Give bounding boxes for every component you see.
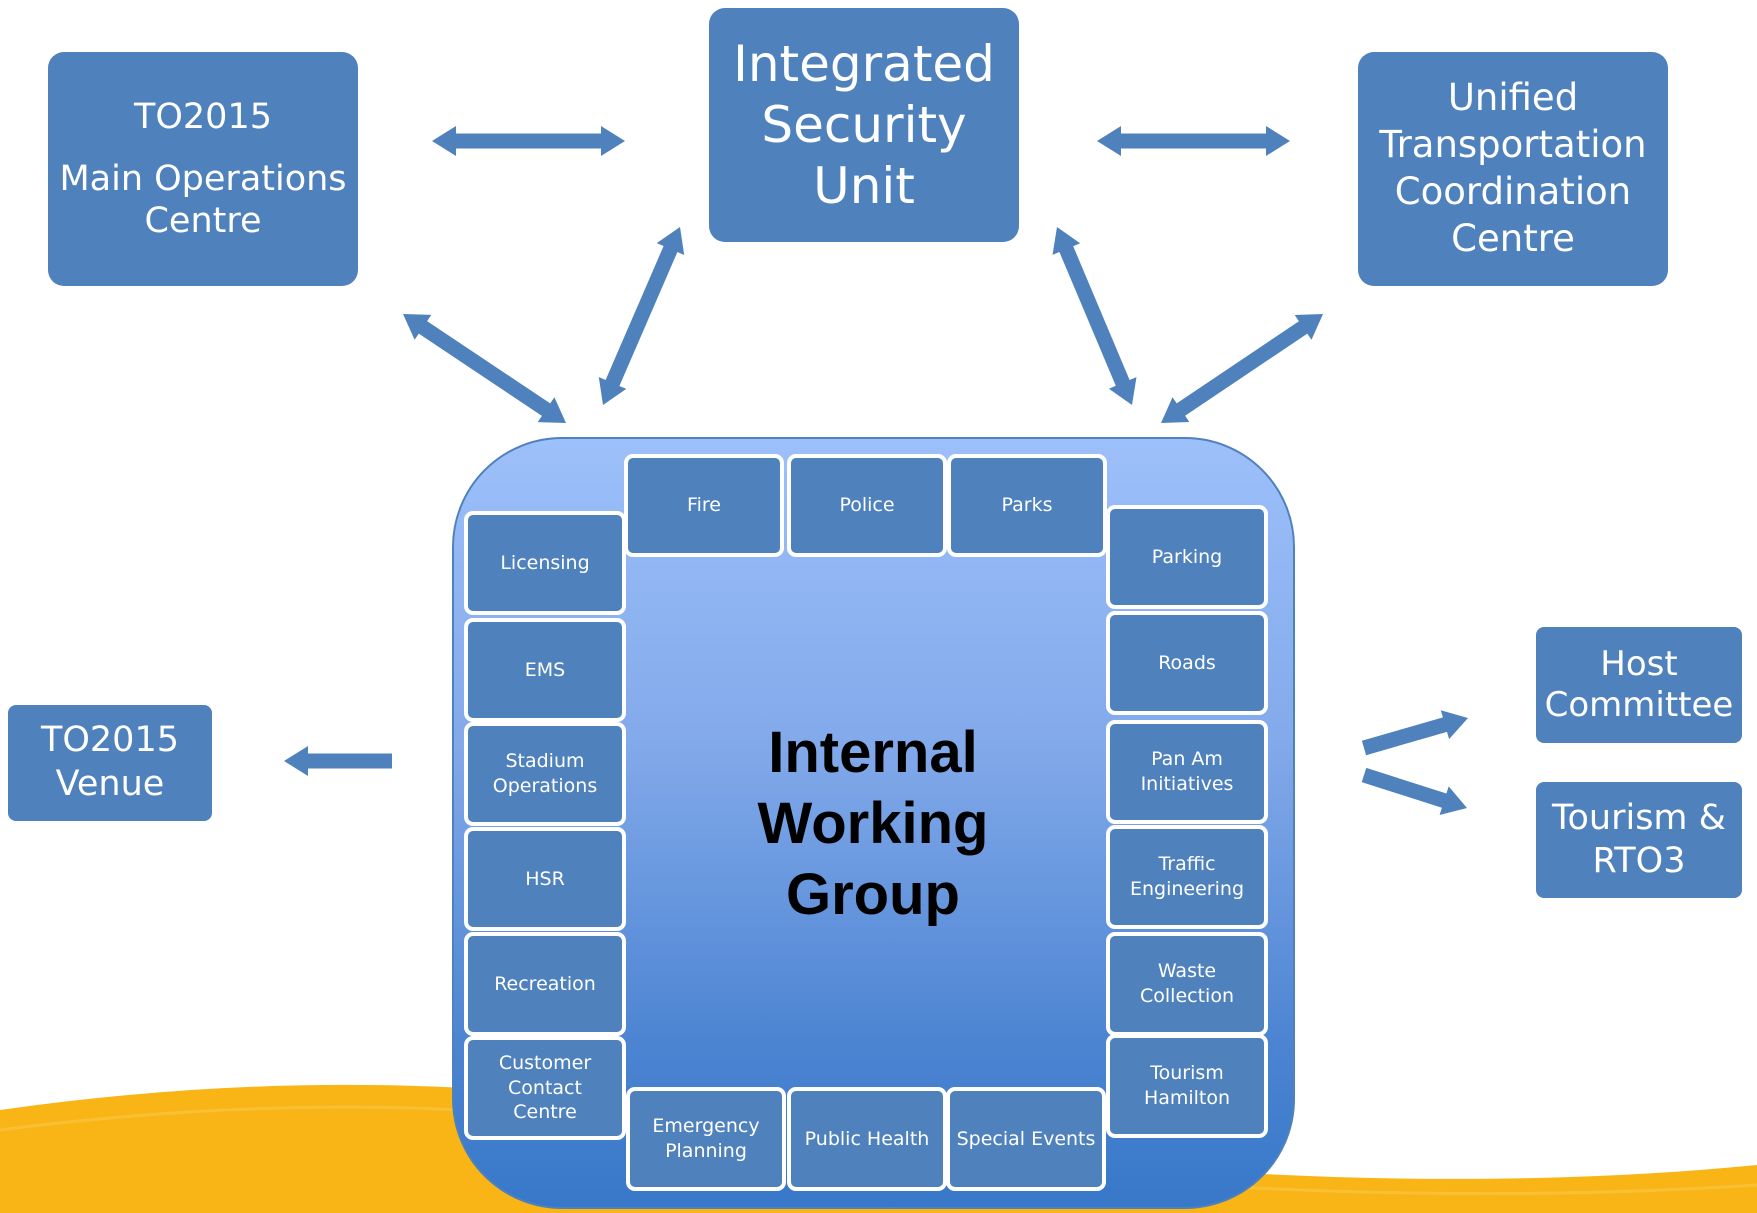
dept-label: Licensing	[500, 551, 590, 574]
dept-label-line1: Waste	[1157, 960, 1217, 983]
dept-label: Recreation	[494, 972, 596, 995]
internal-working-group-title: Internal Working Group	[700, 718, 1046, 930]
integrated-security-unit-node: Integrated Security Unit	[709, 8, 1019, 242]
dept-roads: Roads	[1106, 611, 1268, 715]
dept-pan-am-initiatives: Pan Am Initiatives	[1106, 720, 1268, 824]
utcc-line2: Transportation	[1379, 123, 1647, 167]
dept-traffic-engineering: Traffic Engineering	[1106, 825, 1268, 929]
dept-label-line1: Emergency	[652, 1115, 760, 1138]
venue-line2: Venue	[55, 764, 165, 804]
dept-label-line1: Tourism	[1150, 1062, 1224, 1085]
utcc-line1: Unified	[1447, 76, 1579, 120]
dept-label-line2: Collection	[1140, 985, 1234, 1007]
main-ops-line1: TO2015	[133, 97, 272, 137]
host-line1: Host	[1600, 644, 1678, 685]
dept-label-line2: Planning	[665, 1140, 747, 1162]
dept-special-events: Special Events	[946, 1087, 1106, 1191]
utcc-line4: Centre	[1451, 216, 1575, 260]
isu-line3: Unit	[813, 156, 915, 215]
dept-label: Police	[839, 494, 895, 517]
dept-label-line2: Hamilton	[1143, 1087, 1231, 1109]
dept-label-line2: Initiatives	[1140, 773, 1234, 795]
dept-tourism-hamilton: Tourism Hamilton	[1106, 1034, 1268, 1138]
main-operations-centre-node: TO2015 Main Operations Centre	[48, 52, 358, 286]
host-line2: Committee	[1544, 685, 1734, 725]
dept-recreation: Recreation	[464, 932, 626, 1036]
dept-parking: Parking	[1106, 505, 1268, 609]
isu-line1: Integrated	[733, 34, 995, 93]
to2015-venue-node: TO2015 Venue	[8, 705, 212, 821]
dept-label: Fire	[687, 494, 721, 517]
arrow-isu-utcc	[1097, 126, 1290, 156]
dept-ems: EMS	[464, 618, 626, 722]
dept-stadium-operations: Stadium Operations	[464, 722, 626, 826]
arrow-isu-iwg-left	[598, 227, 685, 405]
iwg-title-line2: Working	[757, 790, 989, 856]
dept-hsr: HSR	[464, 827, 626, 931]
dept-label: Public Health	[804, 1127, 930, 1150]
dept-label-line1: Customer	[498, 1051, 592, 1074]
main-ops-line3: Centre	[144, 201, 262, 241]
dept-label-line3: Centre	[513, 1101, 577, 1124]
dept-police: Police	[787, 454, 947, 557]
dept-licensing: Licensing	[464, 511, 626, 615]
tourism-line1: Tourism &	[1552, 798, 1726, 839]
dept-label: Roads	[1158, 651, 1216, 674]
dept-label-line2: Engineering	[1130, 878, 1244, 900]
dept-fire: Fire	[624, 454, 784, 557]
dept-label: Parks	[1001, 494, 1053, 517]
arrow-utcc-iwg	[1161, 314, 1323, 423]
host-committee-node: Host Committee	[1536, 627, 1742, 743]
dept-label-line1: Stadium	[505, 750, 585, 773]
unified-transportation-coordination-centre-node: Unified Transportation Coordination Cent…	[1358, 52, 1668, 286]
dept-customer-contact-centre: Customer Contact Centre	[464, 1036, 626, 1140]
dept-public-health: Public Health	[787, 1087, 947, 1191]
dept-label-line2: Operations	[492, 775, 598, 797]
dept-emergency-planning: Emergency Planning	[626, 1087, 786, 1191]
arrow-mainops-isu	[432, 126, 625, 156]
dept-label-line1: Traffic	[1158, 853, 1216, 876]
dept-label: EMS	[524, 658, 566, 681]
utcc-line3: Coordination	[1394, 170, 1632, 213]
venue-line1: TO2015	[40, 720, 179, 761]
iwg-title-line1: Internal	[768, 720, 978, 785]
dept-label: Parking	[1151, 545, 1223, 568]
arrow-isu-iwg-right	[1052, 227, 1137, 405]
arrow-iwg-host	[1361, 710, 1468, 756]
arrow-iwg-venue	[284, 746, 392, 776]
arrow-mainops-iwg	[403, 314, 566, 423]
dept-label: HSR	[525, 867, 565, 890]
main-ops-line2: Main Operations	[59, 159, 347, 199]
dept-parks: Parks	[947, 454, 1107, 557]
dept-label-line1: Pan Am	[1151, 748, 1223, 771]
dept-label-line2: Contact	[508, 1076, 582, 1099]
tourism-line2: RTO3	[1592, 841, 1686, 881]
iwg-title-line3: Group	[786, 861, 960, 927]
dept-label: Special Events	[956, 1127, 1096, 1150]
tourism-rto3-node: Tourism & RTO3	[1536, 782, 1742, 898]
arrow-iwg-tourism	[1361, 767, 1467, 815]
isu-line2: Security	[761, 95, 967, 154]
dept-waste-collection: Waste Collection	[1106, 932, 1268, 1036]
